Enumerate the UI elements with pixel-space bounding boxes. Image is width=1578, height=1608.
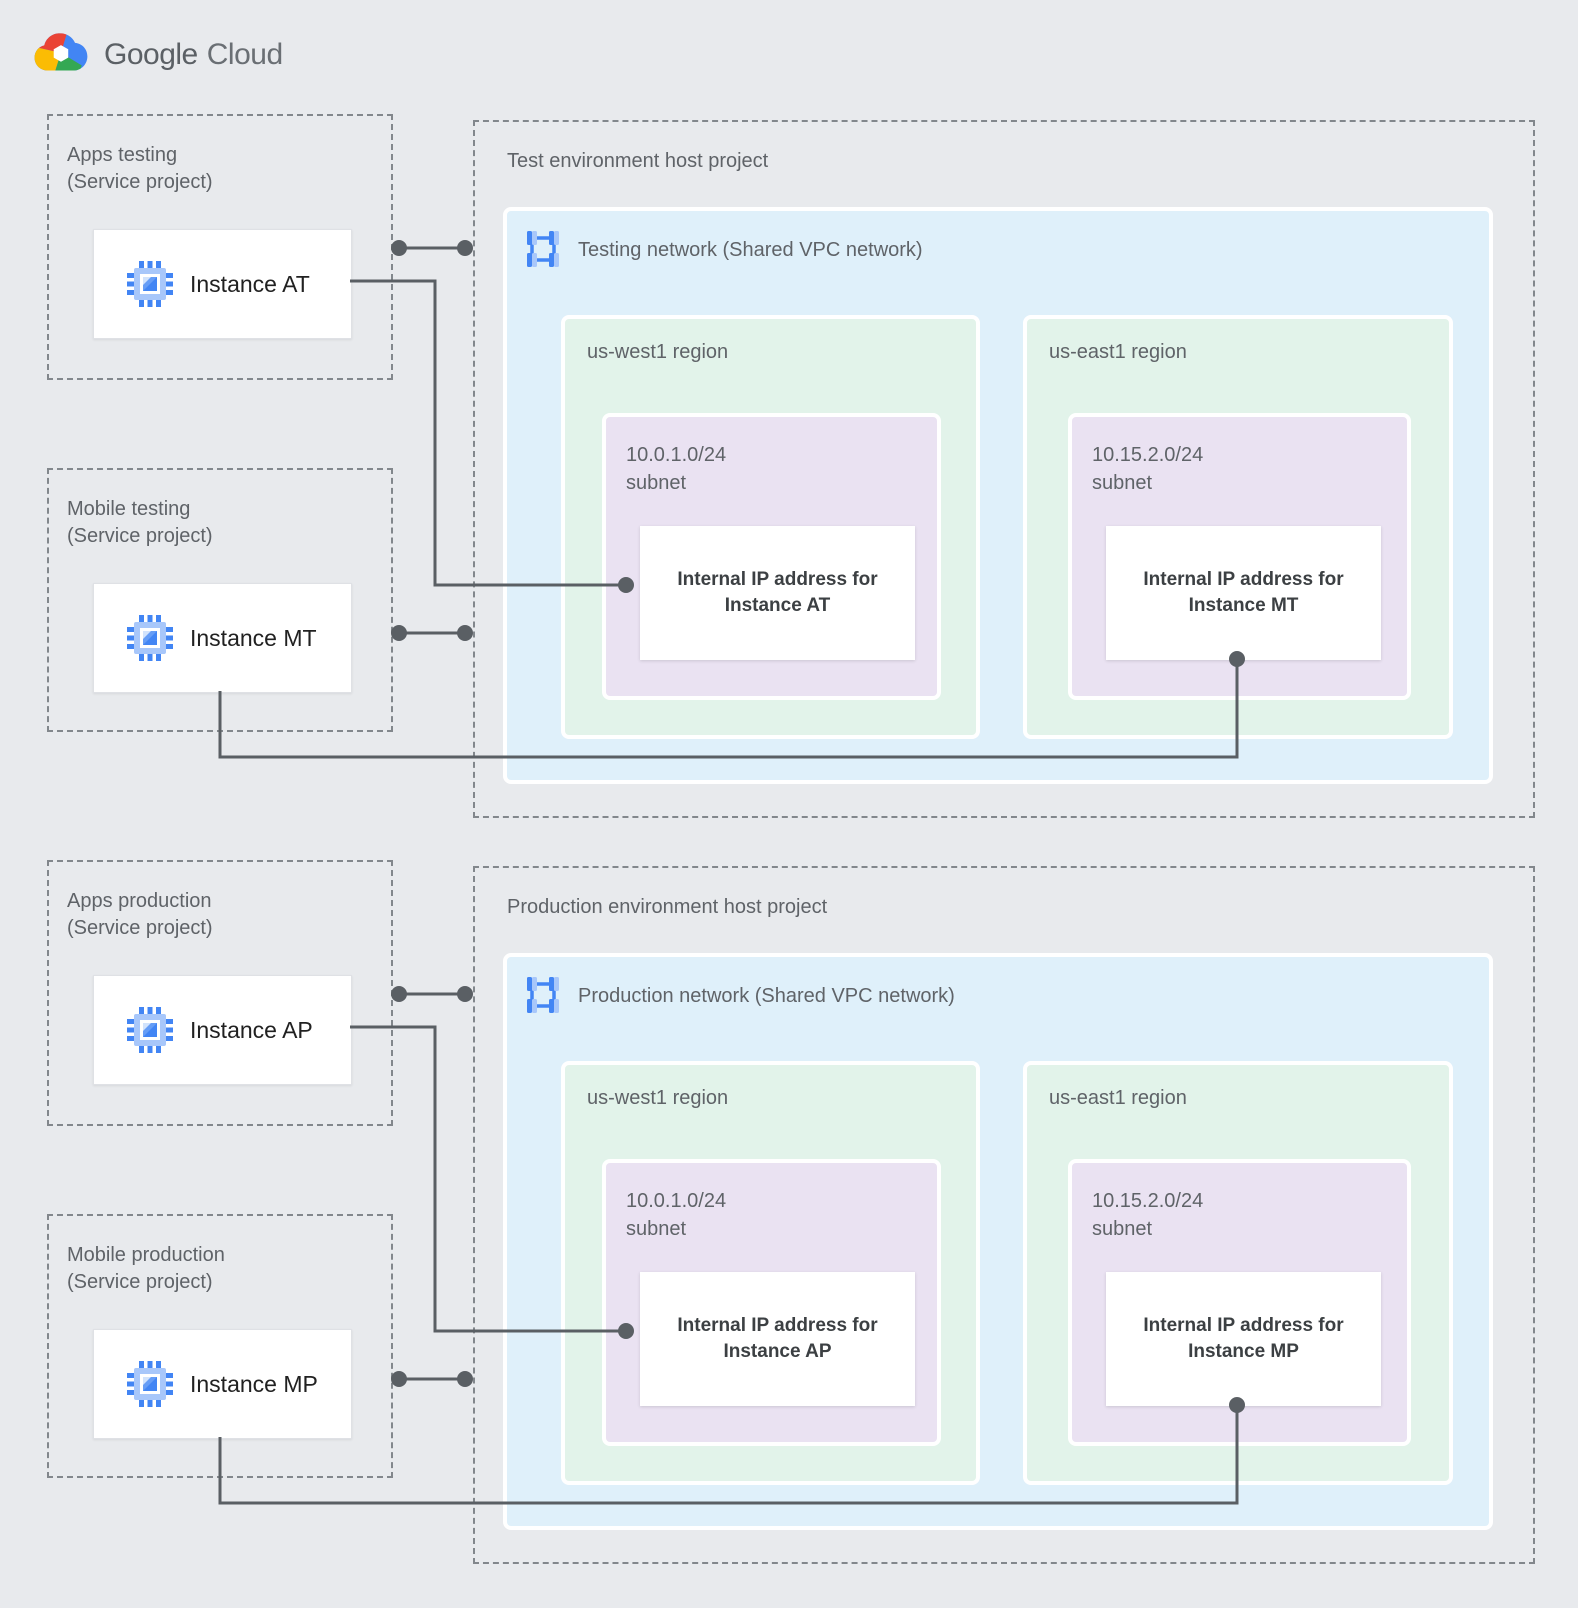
network-label: Testing network (Shared VPC network) bbox=[578, 238, 923, 261]
region-us-east1: us-east1 region 10.15.2.0/24 subnet Inte… bbox=[1023, 315, 1453, 739]
subnet-label: 10.0.1.0/24 subnet bbox=[626, 444, 727, 494]
google-cloud-logo: Google Cloud bbox=[33, 32, 283, 78]
internal-ip-card: Internal IP address for Instance AP bbox=[640, 1272, 915, 1406]
region-label: us-west1 region bbox=[587, 341, 729, 363]
vpc-network-icon bbox=[527, 231, 559, 267]
compute-engine-icon bbox=[127, 1007, 173, 1053]
instance-at-card: Instance AT bbox=[93, 229, 352, 339]
service-project-name: Mobile testing bbox=[67, 498, 191, 520]
instance-label: Instance MT bbox=[190, 624, 317, 651]
internal-ip-card: Internal IP address for Instance AT bbox=[640, 526, 915, 660]
apps-production-service-project-box: Apps production (Service project) bbox=[47, 860, 393, 1126]
service-project-name: Mobile production bbox=[67, 1244, 225, 1266]
service-project-name: Apps testing bbox=[67, 144, 178, 166]
subnet-box: 10.15.2.0/24 subnet Internal IP address … bbox=[1068, 1159, 1411, 1446]
region-label: us-east1 region bbox=[1049, 1087, 1187, 1109]
service-project-type: (Service project) bbox=[67, 525, 213, 547]
service-project-label: Mobile production (Service project) bbox=[67, 1242, 225, 1296]
compute-engine-icon bbox=[127, 615, 173, 661]
instance-label: Instance MP bbox=[190, 1370, 318, 1397]
service-project-type: (Service project) bbox=[67, 171, 213, 193]
logo-google-text: Google bbox=[104, 38, 198, 71]
region-us-east1: us-east1 region 10.15.2.0/24 subnet Inte… bbox=[1023, 1061, 1453, 1485]
subnet-label: 10.0.1.0/24 subnet bbox=[626, 1190, 727, 1240]
testing-network-zone: Testing network (Shared VPC network) us-… bbox=[503, 207, 1493, 784]
region-us-west1: us-west1 region 10.0.1.0/24 subnet Inter… bbox=[561, 315, 980, 739]
instance-label: Instance AP bbox=[190, 1016, 313, 1043]
test-environment-section: Apps testing (Service project) bbox=[47, 114, 1535, 818]
instance-ap-card: Instance AP bbox=[93, 975, 352, 1085]
internal-ip-card: Internal IP address for Instance MP bbox=[1106, 1272, 1381, 1406]
service-project-label: Mobile testing (Service project) bbox=[67, 496, 213, 550]
service-project-name: Apps production bbox=[67, 890, 212, 912]
production-environment-section: Apps production (Service project) bbox=[0, 746, 1578, 1572]
subnet-box: 10.0.1.0/24 subnet Internal IP address f… bbox=[602, 1159, 941, 1446]
host-project-title: Test environment host project bbox=[507, 150, 769, 172]
internal-ip-card: Internal IP address for Instance MT bbox=[1106, 526, 1381, 660]
compute-engine-icon bbox=[127, 261, 173, 307]
subnet-box: 10.15.2.0/24 subnet Internal IP address … bbox=[1068, 413, 1411, 700]
region-label: us-west1 region bbox=[587, 1087, 729, 1109]
mobile-testing-service-project-box: Mobile testing (Service project) bbox=[47, 468, 393, 732]
subnet-label: 10.15.2.0/24 subnet bbox=[1092, 444, 1204, 494]
network-label: Production network (Shared VPC network) bbox=[578, 984, 955, 1007]
subnet-label: 10.15.2.0/24 subnet bbox=[1092, 1190, 1204, 1240]
instance-mt-card: Instance MT bbox=[93, 583, 352, 693]
instance-label: Instance AT bbox=[190, 270, 310, 297]
google-cloud-wordmark: Google Cloud bbox=[104, 38, 283, 72]
vpc-network-icon bbox=[527, 977, 559, 1013]
production-network-zone: Production network (Shared VPC network) … bbox=[503, 953, 1493, 1530]
service-project-label: Apps testing (Service project) bbox=[67, 142, 213, 196]
region-us-west1: us-west1 region 10.0.1.0/24 subnet Inter… bbox=[561, 1061, 980, 1485]
logo-cloud-text: Cloud bbox=[206, 38, 283, 71]
mobile-production-service-project-box: Mobile production (Service project) bbox=[47, 1214, 393, 1478]
subnet-box: 10.0.1.0/24 subnet Internal IP address f… bbox=[602, 413, 941, 700]
compute-engine-icon bbox=[127, 1361, 173, 1407]
host-project-title: Production environment host project bbox=[507, 896, 828, 918]
instance-mp-card: Instance MP bbox=[93, 1329, 352, 1439]
google-cloud-icon bbox=[34, 33, 88, 71]
region-label: us-east1 region bbox=[1049, 341, 1187, 363]
service-project-type: (Service project) bbox=[67, 1271, 213, 1293]
service-project-label: Apps production (Service project) bbox=[67, 888, 213, 942]
service-project-type: (Service project) bbox=[67, 917, 213, 939]
apps-testing-service-project-box: Apps testing (Service project) bbox=[47, 114, 393, 380]
